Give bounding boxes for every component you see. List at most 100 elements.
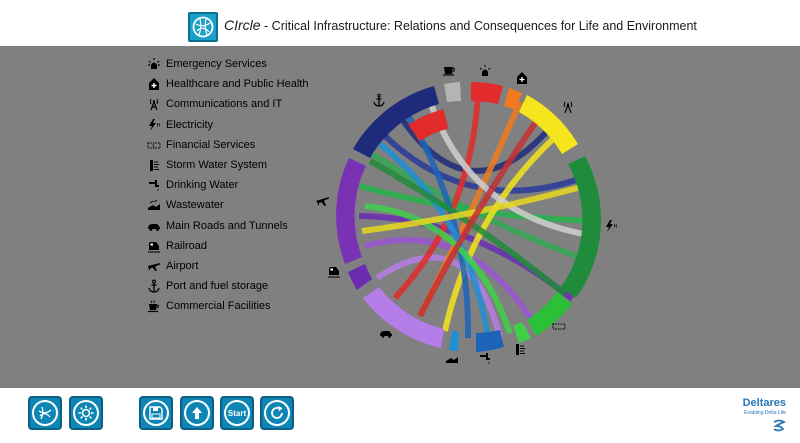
coffee-icon (146, 298, 162, 314)
deltares-wave-icon (773, 419, 786, 432)
arc-airport[interactable] (336, 158, 366, 264)
wastewater-icon (146, 197, 162, 213)
network-icon (32, 400, 58, 426)
tap-icon (146, 177, 162, 193)
anchor-icon (373, 93, 385, 107)
main-panel: Emergency Services Healthcare and Public… (0, 46, 800, 388)
electricity-icon: H (146, 117, 162, 133)
up-button[interactable] (180, 396, 214, 430)
legend-item-storm-water[interactable]: Storm Water System (146, 155, 308, 175)
legend-item-financial[interactable]: $ Financial Services (146, 135, 308, 155)
legend-label: Communications and IT (166, 98, 283, 111)
page-title: CIrcle - Critical Infrastructure: Relati… (224, 17, 697, 33)
plane-icon (316, 197, 329, 206)
start-label: Start (227, 408, 247, 418)
legend-item-airport[interactable]: Airport (146, 256, 308, 276)
wastewater-icon (446, 357, 458, 363)
car-icon (146, 218, 162, 234)
svg-text:H: H (614, 224, 618, 230)
legend-label: Commercial Facilities (166, 300, 271, 313)
bottom-toolbar: Start Deltares Enabling Delta Life (0, 388, 800, 443)
legend-item-healthcare[interactable]: Healthcare and Public Health (146, 74, 308, 94)
legend-item-communications[interactable]: Communications and IT (146, 94, 308, 114)
storm-water-icon (146, 157, 162, 173)
plane-icon (146, 258, 162, 274)
electricity-icon: H (606, 220, 618, 232)
legend-item-port[interactable]: Port and fuel storage (146, 276, 308, 296)
arc-healthcare[interactable] (504, 88, 522, 110)
arc-railroad[interactable] (348, 264, 372, 290)
chord-link (382, 133, 583, 194)
train-icon (328, 267, 340, 278)
anchor-icon (146, 278, 162, 294)
tap-icon (480, 353, 490, 364)
legend: Emergency Services Healthcare and Public… (146, 54, 308, 316)
hospital-icon (517, 72, 527, 84)
legend-label: Port and fuel storage (166, 280, 269, 293)
legend-item-emergency-services[interactable]: Emergency Services (146, 54, 308, 74)
legend-item-commercial[interactable]: Commercial Facilities (146, 296, 308, 316)
app-brand: CIrcle (224, 17, 261, 33)
arc-port[interactable] (353, 86, 439, 158)
legend-label: Financial Services (166, 138, 256, 151)
arc-communications[interactable] (519, 95, 578, 154)
chord-link (417, 114, 543, 318)
siren-icon (479, 65, 491, 76)
legend-label: Airport (166, 259, 199, 272)
chord-link (375, 254, 503, 339)
legend-item-railroad[interactable]: Railroad (146, 236, 308, 256)
legend-label: Electricity (166, 118, 214, 131)
arc-icons: H (316, 65, 618, 364)
chord-diagram[interactable]: H (310, 46, 630, 388)
app-header: CIrcle - Critical Infrastructure: Relati… (0, 0, 800, 46)
coffee-icon (443, 67, 455, 76)
storm-water-icon (516, 344, 525, 355)
company-tagline: Enabling Delta Life (744, 410, 786, 416)
money-icon: $ (146, 137, 162, 153)
svg-text:$: $ (152, 143, 155, 148)
start-button[interactable]: Start (220, 396, 254, 430)
start-icon: Start (224, 400, 250, 426)
legend-item-main-roads[interactable]: Main Roads and Tunnels (146, 216, 308, 236)
arrow-up-icon (184, 400, 210, 426)
legend-item-electricity[interactable]: H Electricity (146, 115, 308, 135)
money-icon (552, 323, 566, 330)
hospital-icon (146, 76, 162, 92)
arc-storm-water[interactable] (513, 322, 531, 343)
save-icon (143, 400, 169, 426)
company-logo: Deltares Enabling Delta Life (743, 397, 786, 432)
legend-item-drinking-water[interactable]: Drinking Water (146, 175, 308, 195)
chord-link (361, 183, 586, 234)
train-icon (146, 238, 162, 254)
legend-label: Storm Water System (166, 159, 268, 172)
arc-financial[interactable] (527, 292, 572, 336)
reset-network-button[interactable] (28, 396, 62, 430)
gear-icon (73, 400, 99, 426)
legend-label: Emergency Services (166, 58, 267, 71)
arc-emergency-services[interactable] (471, 82, 503, 104)
company-name: Deltares (742, 397, 786, 409)
legend-item-wastewater[interactable]: Wastewater (146, 195, 308, 215)
svg-text:H: H (157, 123, 161, 129)
refresh-icon (264, 400, 290, 426)
chord-link (364, 203, 513, 334)
siren-icon (146, 56, 162, 72)
app-subtitle: - Critical Infrastructure: Relations and… (260, 19, 697, 33)
antenna-icon (146, 96, 162, 112)
circle-network-icon (192, 16, 214, 38)
legend-label: Railroad (166, 239, 207, 252)
legend-label: Healthcare and Public Health (166, 78, 309, 91)
refresh-button[interactable] (260, 396, 294, 430)
chord-link (392, 95, 481, 301)
legend-label: Main Roads and Tunnels (166, 219, 288, 232)
settings-button[interactable] (69, 396, 103, 430)
save-button[interactable] (139, 396, 173, 430)
arc-electricity[interactable] (561, 156, 601, 298)
legend-label: Wastewater (166, 199, 224, 212)
arc-main-roads[interactable] (363, 287, 444, 348)
arc-wastewater[interactable] (449, 331, 459, 351)
app-logo (188, 12, 218, 42)
arc-commercial[interactable] (444, 82, 461, 102)
chord-link (378, 141, 491, 339)
arc-drinking-water[interactable] (476, 330, 504, 352)
